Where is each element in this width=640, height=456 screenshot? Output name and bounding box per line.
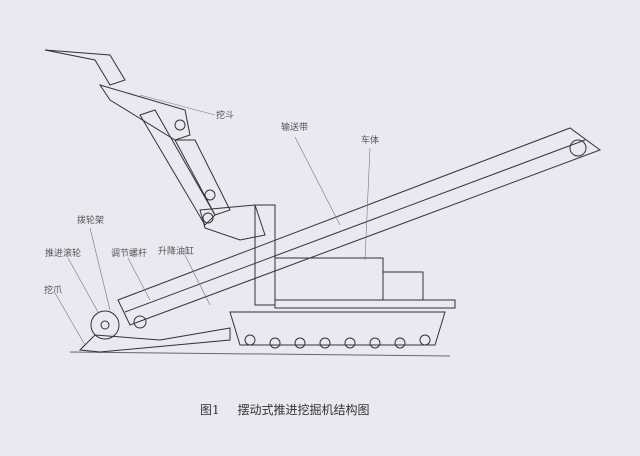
- crawler-track: [229, 311, 446, 346]
- figure-title: 摆动式推进挖掘机结构图: [237, 403, 370, 417]
- label-conveyor: 输送带: [281, 123, 309, 133]
- conveyor-belt: [117, 127, 602, 326]
- figure-caption: 图1 摆动式推进挖掘机结构图: [200, 401, 383, 418]
- bucket: [44, 49, 126, 86]
- label-wheel-frame: 拨轮架: [77, 216, 105, 226]
- label-adjust-screw: 调节螺杆: [111, 249, 148, 259]
- ground-line: [69, 351, 451, 357]
- label-body: 车体: [361, 136, 380, 146]
- track-wheels: [244, 334, 431, 349]
- label-claw: 挖爪: [44, 286, 63, 296]
- label-lift-cylinder: 升降油缸: [158, 247, 195, 257]
- vehicle-body: [254, 204, 276, 306]
- label-bucket: 挖斗: [216, 111, 235, 121]
- arm-joint: [199, 204, 266, 241]
- figure-number: 图1: [200, 403, 220, 417]
- push-roller: [90, 310, 120, 340]
- boom-arm: [139, 109, 216, 226]
- claw: [78, 327, 231, 353]
- label-push-roller: 推进滚轮: [45, 249, 82, 259]
- upper-arm: [98, 84, 191, 141]
- boom-arm-2: [174, 139, 231, 216]
